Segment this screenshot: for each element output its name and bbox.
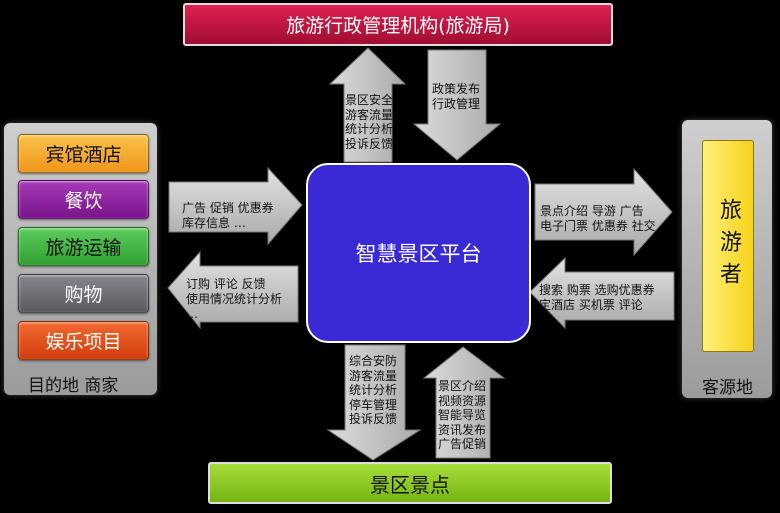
left-to-platform-text: 广告 促销 优惠券库存信息 … xyxy=(182,201,274,230)
up-to-bureau-text: 景区安全游客流量 统计分析投诉反馈 xyxy=(345,93,394,151)
source-panel: 旅游者 客源地 xyxy=(682,120,772,398)
bottom-to-platform-text: 景区介绍视频资源 智能导览资讯发布 广告促销 xyxy=(438,379,487,451)
right-to-platform-text: 搜索 购票 选购优惠券定酒店 买机票 评论 xyxy=(539,283,655,312)
merchant-dining: 餐饮 xyxy=(18,180,149,219)
arrow-up-to-bureau xyxy=(328,47,407,163)
platform-to-bottom-text: 综合安防游客流量 统计分析停车管理 投诉反馈 xyxy=(349,354,398,426)
source-caption: 客源地 xyxy=(702,378,753,398)
platform-to-right-text: 景点介绍 导游 广告电子门票 优惠券 社交 xyxy=(540,204,656,233)
arrow-platform-to-bottom xyxy=(326,344,422,461)
bureau-label: 旅游行政管理机构(旅游局) xyxy=(286,15,510,37)
tourist-label: 旅游者 xyxy=(716,198,741,294)
platform-label: 智慧景区平台 xyxy=(355,242,482,266)
merchant-shopping: 购物 xyxy=(18,274,149,313)
merchant-hotel: 宾馆酒店 xyxy=(18,134,149,173)
arrow-platform-to-left xyxy=(167,250,299,330)
merchant-transport: 旅游运输 xyxy=(18,227,149,266)
merchants-caption: 目的地 商家 xyxy=(28,376,119,396)
down-from-bureau-text: 政策发布行政管理 xyxy=(432,82,481,111)
scenic-area-box: 景区景点 xyxy=(208,462,612,504)
platform-box: 智慧景区平台 xyxy=(306,163,531,343)
arrow-down-from-bureau xyxy=(412,49,502,161)
merchant-entertainment: 娱乐项目 xyxy=(18,321,149,360)
arrow-right-to-platform xyxy=(529,256,675,330)
scenic-area-label: 景区景点 xyxy=(370,472,450,497)
merchants-panel: 宾馆酒店 餐饮 旅游运输 购物 娱乐项目 目的地 商家 xyxy=(4,123,157,396)
arrow-bottom-to-platform xyxy=(422,346,506,459)
platform-to-left-text: 订购 评论 反馈使用情况统计分析 … xyxy=(186,277,283,321)
arrow-platform-to-right xyxy=(534,167,673,257)
tourist-box: 旅游者 xyxy=(702,140,754,352)
bureau-box: 旅游行政管理机构(旅游局) xyxy=(183,3,613,46)
arrow-left-to-platform xyxy=(168,166,303,246)
